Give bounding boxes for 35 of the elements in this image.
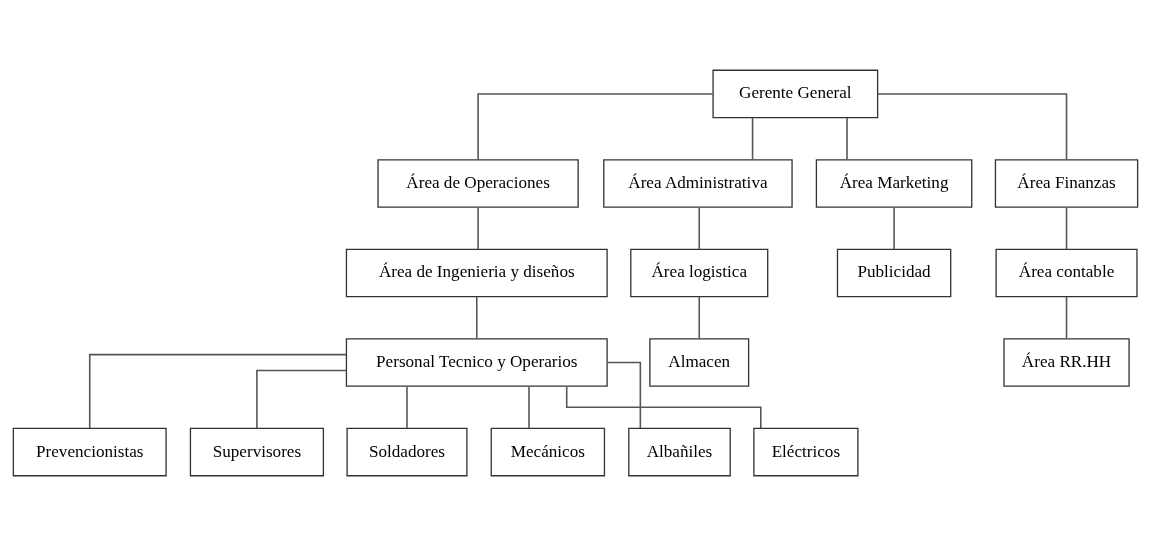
node-box: Área RR.HH: [1003, 338, 1130, 387]
node-box: Área de Ingenieria y diseños: [345, 248, 608, 298]
connector: [698, 206, 701, 250]
connector: [893, 206, 895, 250]
connector: [606, 361, 642, 429]
connector: [475, 296, 478, 340]
connector: [751, 117, 754, 161]
connector: [1065, 206, 1068, 250]
node-box: Área logistica: [630, 248, 769, 298]
node-box: Albañiles: [628, 427, 731, 477]
node-box: Área Finanzas: [994, 159, 1139, 208]
node-box: Eléctricos: [753, 427, 859, 477]
node-box: Área Administrativa: [603, 159, 793, 208]
connector: [477, 206, 479, 250]
node-box: Supervisores: [189, 427, 325, 477]
node-box: Almacen: [649, 338, 750, 387]
node-box: Gerente General: [712, 69, 879, 119]
connector: [528, 385, 530, 429]
connector: [88, 353, 348, 429]
connector: [846, 117, 848, 161]
node-box: Soldadores: [346, 427, 468, 477]
connector: [877, 93, 1068, 161]
connector: [698, 296, 701, 340]
connector: [565, 385, 762, 429]
node-box: Personal Tecnico y Operarios: [345, 338, 608, 387]
connector: [1065, 296, 1068, 340]
connector: [406, 385, 408, 429]
connector: [477, 93, 714, 161]
node-box: Prevencionistas: [12, 427, 167, 477]
connector: [256, 369, 348, 429]
node-box: Publicidad: [836, 248, 952, 298]
node-box: Mecánicos: [490, 427, 606, 477]
node-box: Área de Operaciones: [377, 159, 579, 208]
node-box: Área contable: [995, 248, 1138, 298]
node-box: Área Marketing: [815, 159, 973, 208]
